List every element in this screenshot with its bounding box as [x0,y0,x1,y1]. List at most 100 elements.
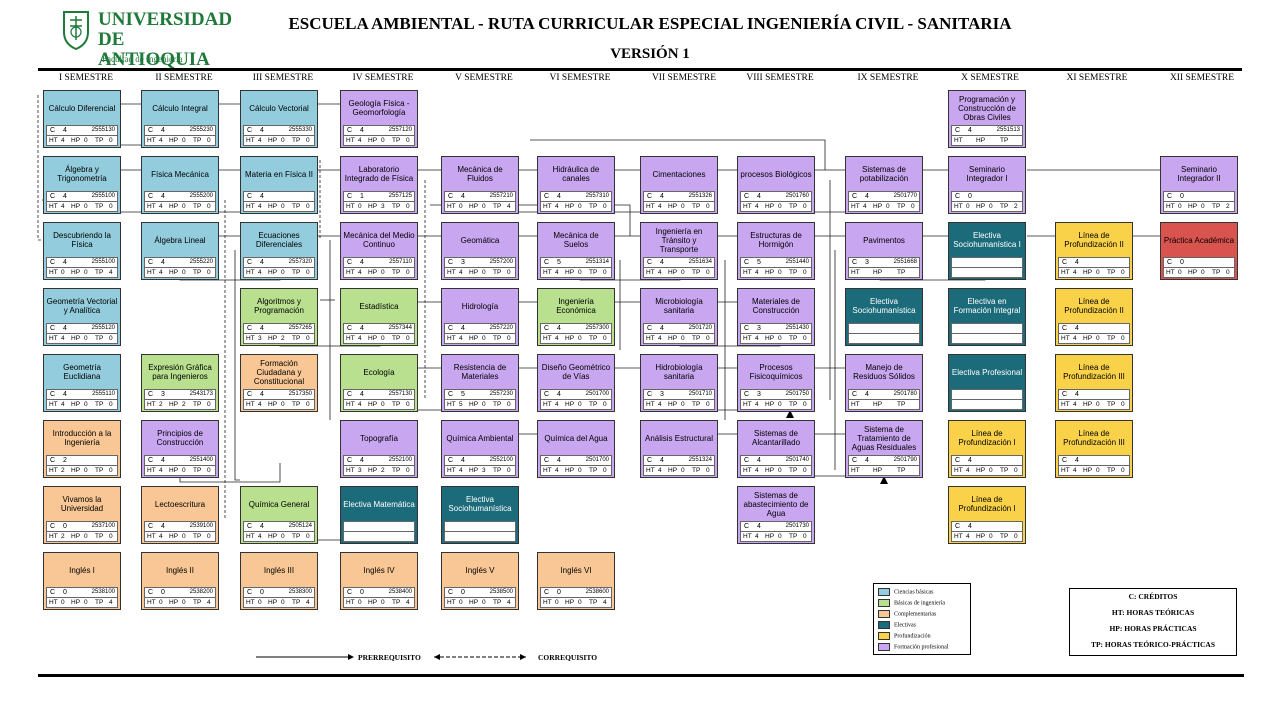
abbreviation-item: HT: HORAS TEÓRICAS [1111,608,1195,617]
hp-label: HP [368,137,378,144]
credits-value: 4 [461,457,465,464]
ht-value: 5 [459,401,463,408]
hp-label: HP [565,467,575,474]
course-code: 2538500 [489,589,513,595]
hp-label: HP [565,401,575,408]
semester-header: VII SEMESTRE [651,73,717,83]
ht-value: 4 [159,533,163,540]
tp-value: 0 [207,401,211,408]
ht-label: HT [1166,269,1175,276]
tp-value: 0 [1121,335,1125,342]
tp-label: TP [1000,269,1009,276]
hp-value: 0 [989,401,993,408]
course-card[interactable]: Sistema de Tratamiento de Aguas Residual… [845,420,923,478]
course-name: Mecánica de Suelos [553,231,599,249]
course-name: Sistemas de potabilización [859,165,909,183]
corequisite-label: CORREQUISITO [538,653,598,662]
credits-label: C [148,589,154,596]
hp-value: 0 [281,533,285,540]
hp-value: 0 [182,137,186,144]
course-code: 2538400 [388,589,412,595]
hp-value: 0 [1096,401,1100,408]
course-name: Ecuaciones Diferenciales [255,231,303,249]
course-card[interactable]: Programación y Construcción de Obras Civ… [948,90,1026,148]
hp-value: 0 [778,467,782,474]
tp-label: TP [95,137,104,144]
